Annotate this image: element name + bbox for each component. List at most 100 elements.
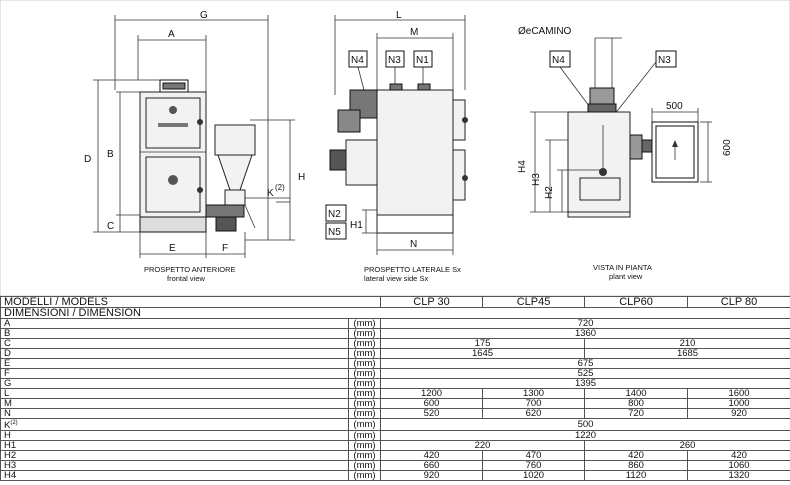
front-view: G A D B C bbox=[84, 10, 305, 283]
plan-caption-en: plant view bbox=[609, 272, 643, 281]
label-E: E bbox=[169, 243, 176, 254]
label-N2: N2 bbox=[328, 209, 341, 220]
row-value: 470 bbox=[482, 450, 586, 462]
row-value: 700 bbox=[482, 398, 586, 409]
row-name-text: H4 bbox=[4, 470, 17, 481]
table-row: E (mm)675 bbox=[0, 358, 790, 369]
table-row: G(mm)1395 bbox=[0, 378, 790, 389]
technical-drawings: G A D B C bbox=[0, 0, 790, 296]
row-unit: (mm) bbox=[347, 417, 382, 432]
row-value: 220 bbox=[380, 440, 586, 452]
plan-caption: VISTA IN PIANTA bbox=[593, 263, 652, 272]
row-value: 210 bbox=[584, 338, 790, 349]
row-value: 675 bbox=[380, 358, 790, 369]
header-models: MODELLI / MODELS bbox=[0, 296, 382, 308]
table-row: F(mm)525 bbox=[0, 368, 790, 379]
row-name-text: C bbox=[4, 338, 11, 349]
row-value: 660 bbox=[380, 460, 484, 472]
row-value: 420 bbox=[687, 450, 790, 462]
row-value: 1000 bbox=[687, 398, 790, 409]
row-unit: (mm) bbox=[347, 328, 382, 339]
row-value: 525 bbox=[380, 368, 790, 379]
row-name: H3 bbox=[0, 460, 349, 472]
row-name: A bbox=[0, 318, 349, 329]
row-value: 1120 bbox=[584, 470, 689, 482]
front-caption-en: frontal view bbox=[167, 274, 206, 283]
table-row: A(mm)720 bbox=[0, 318, 790, 329]
row-value: 1300 bbox=[482, 388, 586, 399]
row-unit: (mm) bbox=[347, 338, 382, 349]
label-K: K bbox=[267, 188, 274, 199]
row-name-text: H bbox=[4, 430, 11, 441]
row-value: 1400 bbox=[584, 388, 689, 399]
row-value: 620 bbox=[482, 408, 586, 419]
label-L: L bbox=[396, 10, 402, 21]
label-500: 500 bbox=[666, 101, 683, 112]
label-N3: N3 bbox=[388, 55, 401, 66]
label-C: C bbox=[107, 221, 114, 232]
row-name-text: G bbox=[4, 378, 12, 389]
label-plan-N3: N3 bbox=[658, 55, 671, 66]
row-value: 800 bbox=[584, 398, 689, 409]
row-value: 1645 bbox=[380, 348, 586, 359]
row-name-text: H3 bbox=[4, 460, 17, 471]
row-unit: (mm) bbox=[347, 398, 382, 409]
label-N: N bbox=[410, 239, 417, 250]
row-name-text: L bbox=[4, 388, 10, 399]
lateral-view: L M N4 N3 N1 N2 N5 bbox=[325, 10, 468, 283]
row-name-text: H1 bbox=[4, 440, 17, 451]
row-unit: (mm) bbox=[347, 318, 382, 329]
label-A: A bbox=[168, 29, 175, 40]
row-name-text: E bbox=[4, 358, 11, 369]
row-name-text: K bbox=[4, 420, 11, 431]
model-clp45: CLP45 bbox=[482, 296, 586, 308]
row-name-sup: (2) bbox=[10, 420, 18, 426]
row-value: 1685 bbox=[584, 348, 790, 359]
row-name: H2 bbox=[0, 450, 349, 462]
table-row: B(mm)1360 bbox=[0, 328, 790, 339]
row-unit: (mm) bbox=[347, 440, 382, 452]
row-name: B bbox=[0, 328, 349, 339]
row-name: N bbox=[0, 408, 349, 419]
label-K-sup: (2) bbox=[275, 183, 285, 192]
row-value: 760 bbox=[482, 460, 586, 472]
label-F: F bbox=[222, 243, 228, 254]
table-header-dimensions: DIMENSIONI / DIMENSION bbox=[0, 307, 790, 319]
front-caption: PROSPETTO ANTERIORE bbox=[144, 265, 236, 274]
label-G: G bbox=[200, 10, 208, 21]
row-value: 1020 bbox=[482, 470, 586, 482]
row-unit: (mm) bbox=[347, 348, 382, 359]
label-D: D bbox=[84, 154, 91, 165]
row-unit: (mm) bbox=[347, 358, 382, 369]
label-600: 600 bbox=[722, 139, 733, 156]
table-header-models: MODELLI / MODELS CLP 30 CLP45 CLP60 CLP … bbox=[0, 296, 790, 308]
row-value: 420 bbox=[380, 450, 484, 462]
label-M: M bbox=[410, 27, 418, 38]
label-H4: H4 bbox=[517, 160, 528, 173]
model-clp60: CLP60 bbox=[584, 296, 689, 308]
row-name: F bbox=[0, 368, 349, 379]
row-name-text: D bbox=[4, 348, 11, 359]
model-clp80: CLP 80 bbox=[687, 296, 790, 308]
row-name: D bbox=[0, 348, 349, 359]
row-unit: (mm) bbox=[347, 408, 382, 419]
row-unit: (mm) bbox=[347, 368, 382, 379]
row-value: 1220 bbox=[380, 430, 790, 442]
label-N4: N4 bbox=[351, 55, 364, 66]
row-value: 420 bbox=[584, 450, 689, 462]
lateral-caption-en: lateral view side Sx bbox=[364, 274, 428, 283]
row-name: H bbox=[0, 430, 349, 442]
label-H2: H2 bbox=[544, 186, 555, 199]
row-name: H1 bbox=[0, 440, 349, 452]
row-name: M bbox=[0, 398, 349, 409]
row-unit: (mm) bbox=[347, 470, 382, 482]
row-value: 860 bbox=[584, 460, 689, 472]
table-row: K(2)(mm)500 bbox=[0, 417, 790, 432]
row-value: 1320 bbox=[687, 470, 790, 482]
row-unit: (mm) bbox=[347, 388, 382, 399]
